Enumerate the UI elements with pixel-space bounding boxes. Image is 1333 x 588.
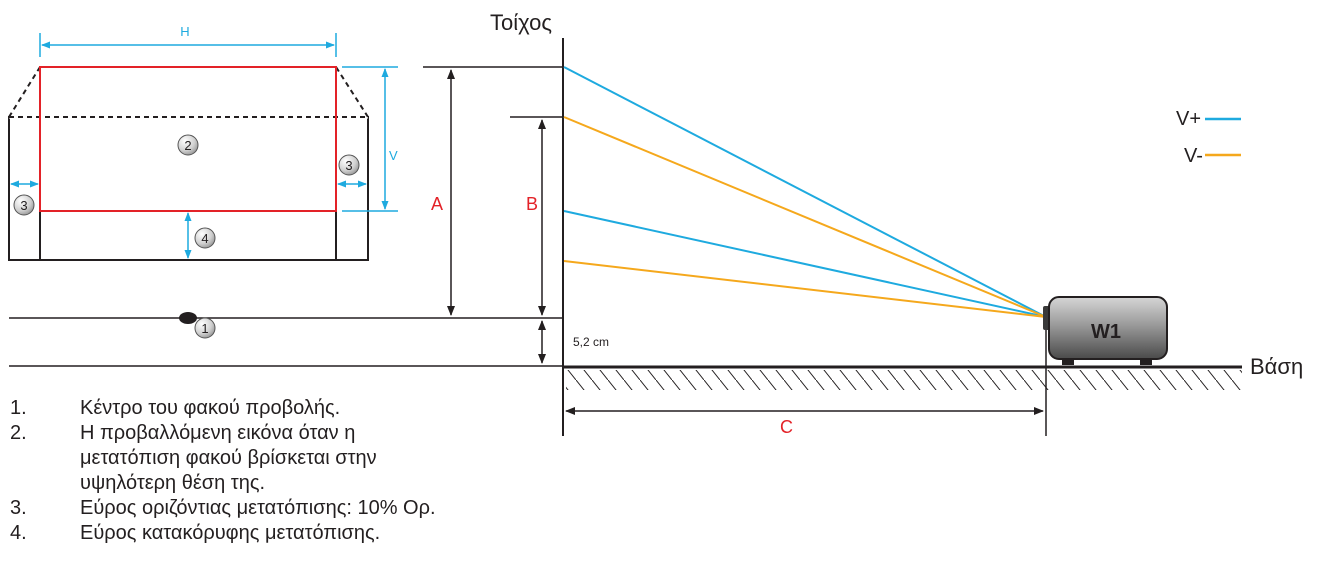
note-item: 4. Εύρος κατακόρυφης μετατόπισης. xyxy=(10,521,610,546)
projected-image-red xyxy=(39,66,337,212)
ray-vplus-bottom xyxy=(563,210,1047,318)
svg-text:1: 1 xyxy=(201,321,208,336)
base-label: Βάση xyxy=(1250,354,1303,379)
side-view-diagram: Τοίχος A B 5,2 cm V+ V- Βάση C xyxy=(423,10,1303,437)
note-item: 3. Εύρος οριζόντιας μετατόπισης: 10% Ορ. xyxy=(10,496,610,521)
note-text: Η προβαλλόμενη εικόνα όταν η xyxy=(80,422,356,444)
legend: V+ V- xyxy=(1176,108,1241,167)
svg-text:3: 3 xyxy=(345,158,352,173)
v-label: V xyxy=(389,148,398,163)
note-text: Κέντρο του φακού προβολής. xyxy=(80,397,341,419)
b-label: B xyxy=(526,194,538,214)
projector-foot-right xyxy=(1140,359,1152,365)
c-label: C xyxy=(780,417,793,437)
screen-diagram: H V 2 3 3 xyxy=(8,24,563,367)
note-item: 1. Κέντρο του φακού προβολής. xyxy=(10,396,610,421)
svg-text:2: 2 xyxy=(184,138,191,153)
notes-list: 1. Κέντρο του φακού προβολής. 2. Η προβα… xyxy=(10,396,610,546)
callout-2: 2 xyxy=(177,134,199,156)
offset-label: 5,2 cm xyxy=(573,335,609,349)
dashed-right-diag xyxy=(335,66,369,118)
note-item: 2. Η προβαλλόμενη εικόνα όταν η μετατόπι… xyxy=(10,421,610,496)
note-text: μετατόπιση φακού βρίσκεται στην xyxy=(80,447,377,469)
h-label: H xyxy=(180,24,189,39)
note-text: Εύρος κατακόρυφης μετατόπισης. xyxy=(80,522,381,544)
callout-3-right: 3 xyxy=(338,154,360,176)
callout-1: 1 xyxy=(194,317,216,339)
ray-vminus-top xyxy=(563,116,1047,318)
projector-body xyxy=(1048,296,1168,360)
legend-vminus-label: V- xyxy=(1184,145,1203,167)
projector: W1 xyxy=(1043,296,1168,365)
note-number: 3. xyxy=(10,497,27,519)
svg-text:3: 3 xyxy=(20,198,27,213)
note-number: 1. xyxy=(10,397,27,419)
projector-model-label: W1 xyxy=(1091,321,1121,343)
legend-vplus-label: V+ xyxy=(1176,108,1201,130)
callout-3-left: 3 xyxy=(13,194,35,216)
note-number: 4. xyxy=(10,522,27,544)
note-text: Εύρος οριζόντιας μετατόπισης: 10% Ορ. xyxy=(80,497,436,519)
callout-4: 4 xyxy=(194,227,216,249)
floor-hatching xyxy=(566,370,1242,390)
svg-text:4: 4 xyxy=(201,231,208,246)
ray-vminus-bottom xyxy=(563,260,1047,318)
dashed-left-diag xyxy=(8,66,41,118)
a-label: A xyxy=(431,194,443,214)
wall-label: Τοίχος xyxy=(490,10,552,35)
lens-center-dot xyxy=(179,312,197,324)
ray-vplus-top xyxy=(563,66,1047,318)
projector-foot-left xyxy=(1062,359,1074,365)
note-number: 2. xyxy=(10,422,27,444)
note-text: υψηλότερη θέση της. xyxy=(80,472,266,494)
